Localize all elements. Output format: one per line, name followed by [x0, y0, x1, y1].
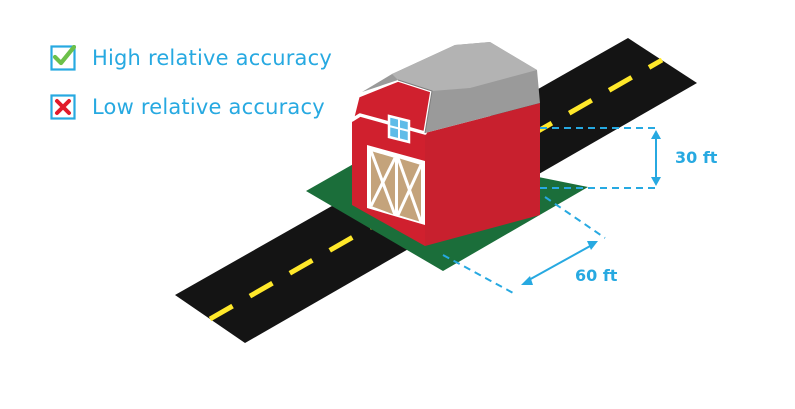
legend-label-low: Low relative accuracy	[92, 95, 325, 119]
barn-side-wall	[425, 103, 540, 246]
barn-door	[367, 145, 425, 225]
checkmark-icon	[50, 45, 76, 71]
legend-item-low-accuracy: Low relative accuracy	[50, 91, 332, 123]
width-dimension	[442, 196, 606, 295]
legend-item-high-accuracy: High relative accuracy	[50, 42, 332, 74]
x-mark-icon	[50, 94, 76, 120]
road-center-line	[208, 57, 664, 322]
height-label: 30 ft	[675, 148, 718, 167]
legend-label-high: High relative accuracy	[92, 46, 332, 70]
barn-roof-edge	[397, 79, 433, 134]
barn-roof-upper	[392, 42, 537, 91]
height-dimension	[540, 127, 661, 189]
width-label: 60 ft	[575, 266, 618, 285]
legend: High relative accuracy Low relative accu…	[50, 42, 332, 140]
barn-window	[387, 114, 411, 144]
